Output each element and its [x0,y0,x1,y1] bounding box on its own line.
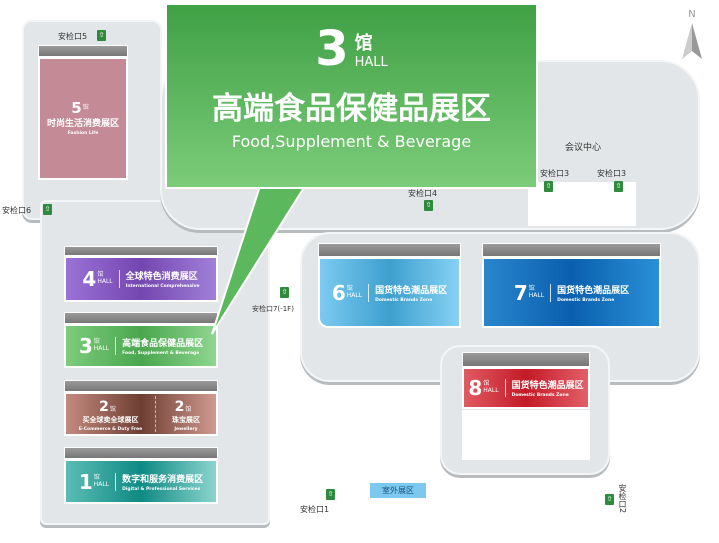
hall-number: 8 [468,376,483,400]
hall-8-annex [462,410,590,460]
hall-char: 馆 [185,406,192,413]
hall-zh: 国货特色潮品展区 [511,381,584,391]
hall-char: 馆 [82,104,89,112]
hall-zh: 国货特色潮品展区 [375,285,448,296]
exit-icon[interactable]: ⇧ [326,489,335,500]
hall-zh: 买全球卖全球展区 [82,416,139,424]
hall-char: 馆 [346,284,353,292]
exit-3-label: 安检口3 [597,169,627,178]
exit-3-label: 安检口3 [540,169,570,178]
callout-hall-en: HALL [354,54,388,70]
hall-char: 馆 [528,284,535,292]
callout-title-zh: 高端食品保健品展区 [212,91,491,127]
hall-number: 7 [513,280,528,305]
hall-en-label: HALL [483,387,499,394]
exit-icon[interactable]: ⇧ [605,494,614,505]
exit-6-label: 安检口6 [2,206,32,215]
exit-icon[interactable]: ⇧ [43,204,52,215]
hall-zh: 全球特色消费展区 [125,272,198,282]
conference-center-label: 会议中心 [565,143,602,153]
hall-6-header [318,243,461,257]
exit-7-label: 安检口7(-1F) [252,305,294,313]
hall-en: E-Commerce & Duty Free [78,427,143,432]
hall-en: Fashion Life [67,131,99,136]
hall-zh: 时尚生活消费展区 [46,119,119,129]
hall-en: Digital & Professional Services [122,486,201,492]
hall-number: 2 [174,399,185,415]
hall-en: Food, Supplement & Beverage [122,351,200,356]
hall-number: 1 [78,469,93,494]
callout-title-en: Food,Supplement & Beverage [231,132,472,151]
hall-number: 2 [99,399,109,415]
exit-4-label: 安检口4 [408,189,438,198]
hall-zh: 数字和服务消费展区 [122,474,204,485]
exit-5-label: 安检口5 [58,32,88,41]
exit-icon[interactable]: ⇧ [97,30,106,41]
hall-en-label: HALL [93,345,110,352]
hall-char: 馆 [483,380,490,388]
exit-icon[interactable]: ⇧ [280,287,289,298]
hall-char: 馆 [97,271,104,279]
hall-zh: 高端食品保健品展区 [122,339,204,349]
hall-en-label: HALL [528,291,545,299]
hall-char: 馆 [109,406,116,413]
hall-char: 馆 [93,338,100,346]
exit-1-label: 安检口1 [300,505,330,514]
hall-en: Domestic Brands Zone [375,297,433,303]
hall-en-label: HALL [346,291,363,299]
callout-hall-number: 3 [315,21,349,77]
north-arrow: N [680,2,704,59]
compass-arrow-icon [682,23,702,59]
hall-1-header [64,447,218,459]
hall-number: 6 [331,280,346,305]
hall-en: Domestic Brands Zone [557,297,615,303]
exit-icon[interactable]: ⇧ [424,200,433,211]
north-label: N [688,9,696,20]
hall-5-header [38,45,128,57]
hall-en-label: HALL [93,480,110,488]
hall-number: 3 [78,334,93,358]
hall-8-header [462,352,590,367]
callout-hall-3: 3 馆 HALL 高端食品保健品展区 Food,Supplement & Bev… [165,3,538,189]
hall-en: International Comprehensive [125,284,200,289]
callout-hall-char: 馆 [354,32,373,54]
hall-number: 4 [82,267,97,291]
hall-zh: 珠宝展区 [172,416,200,424]
hall-2-header [64,380,218,392]
outdoor-area-label[interactable]: 室外展区 [370,483,426,498]
hall-en-label: HALL [97,278,113,285]
hall-zh: 国货特色潮品展区 [557,285,630,296]
hall-en: Domestic Brands Zone [511,393,569,398]
hall-number: 5 [71,99,82,117]
exit-icon[interactable]: ⇧ [614,181,623,192]
hall-en: Jewellery [174,427,198,432]
hall-4-header [64,246,218,256]
hall-7-header [482,243,661,257]
exit-2-label: 安检口2 [618,484,627,514]
exit-icon[interactable]: ⇧ [544,181,553,192]
hall-char: 馆 [93,473,100,481]
